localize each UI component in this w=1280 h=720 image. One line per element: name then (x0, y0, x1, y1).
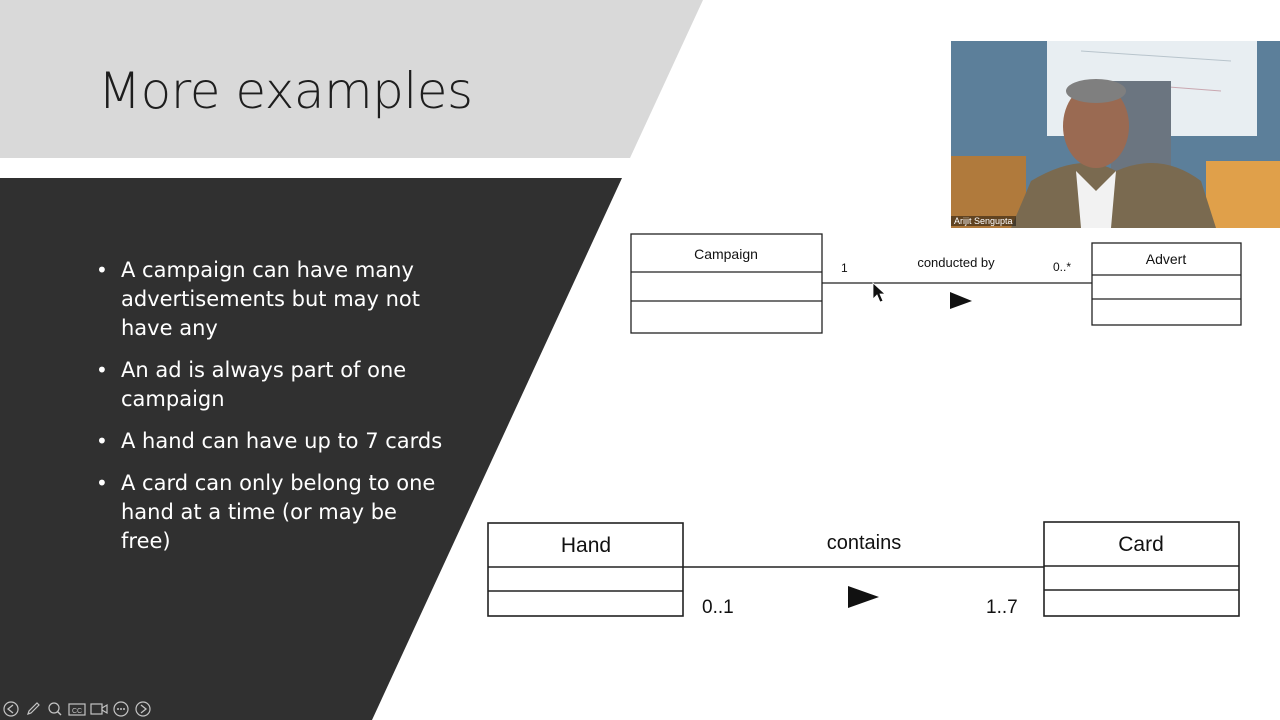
direction-arrow-icon (950, 292, 972, 309)
class-name-campaign: Campaign (694, 246, 758, 262)
multiplicity-label: 1 (841, 261, 848, 275)
class-name-card: Card (1118, 533, 1164, 556)
multiplicity-label: 0..1 (702, 597, 734, 618)
bullet-item: A campaign can have many advertisements … (96, 256, 446, 343)
camera-icon (90, 703, 108, 715)
presenter-toolbar: CC (2, 699, 152, 719)
uml-diagram-hand-card: Hand Card contains 0..1 1..7 (487, 521, 1240, 618)
pen-icon (27, 702, 40, 715)
bullet-list: A campaign can have many advertisements … (96, 256, 446, 569)
next-slide-icon (135, 701, 151, 717)
zoom-icon (48, 702, 62, 716)
zoom-button[interactable] (46, 700, 64, 718)
previous-slide-button[interactable] (2, 700, 20, 718)
camera-button[interactable] (90, 700, 108, 718)
class-box-hand: Hand (487, 522, 684, 617)
direction-arrow-icon (848, 586, 879, 608)
more-options-button[interactable] (112, 700, 130, 718)
subtitles-button[interactable]: CC (68, 700, 86, 718)
class-box-campaign: Campaign (630, 233, 823, 334)
bullet-item: A hand can have up to 7 cards (96, 427, 446, 456)
multiplicity-label: 0..* (1053, 260, 1071, 274)
multiplicity-label: 1..7 (986, 597, 1018, 618)
webcam-image (951, 41, 1280, 228)
class-name-hand: Hand (561, 534, 611, 557)
video-feed[interactable]: Arijit Sengupta (951, 41, 1280, 228)
title-band (0, 0, 703, 158)
bullet-item: A card can only belong to one hand at a … (96, 469, 446, 556)
more-options-icon (113, 701, 129, 717)
class-name-advert: Advert (1146, 251, 1187, 267)
association-label: contains (827, 532, 902, 554)
class-box-card: Card (1043, 521, 1240, 617)
previous-slide-icon (3, 701, 19, 717)
bullet-item: An ad is always part of one campaign (96, 356, 446, 414)
next-slide-button[interactable] (134, 700, 152, 718)
slide-title: More examples (98, 62, 473, 120)
subtitles-icon: CC (68, 703, 86, 716)
participant-name: Arijit Sengupta (951, 216, 1016, 226)
mouse-pointer-icon (872, 282, 887, 303)
pen-button[interactable] (24, 700, 42, 718)
class-box-advert: Advert (1091, 242, 1242, 326)
association-label: conducted by (917, 255, 995, 270)
svg-text:CC: CC (72, 708, 82, 715)
uml-diagram-campaign-advert: Campaign Advert conducted by 1 0..* (630, 233, 1242, 334)
